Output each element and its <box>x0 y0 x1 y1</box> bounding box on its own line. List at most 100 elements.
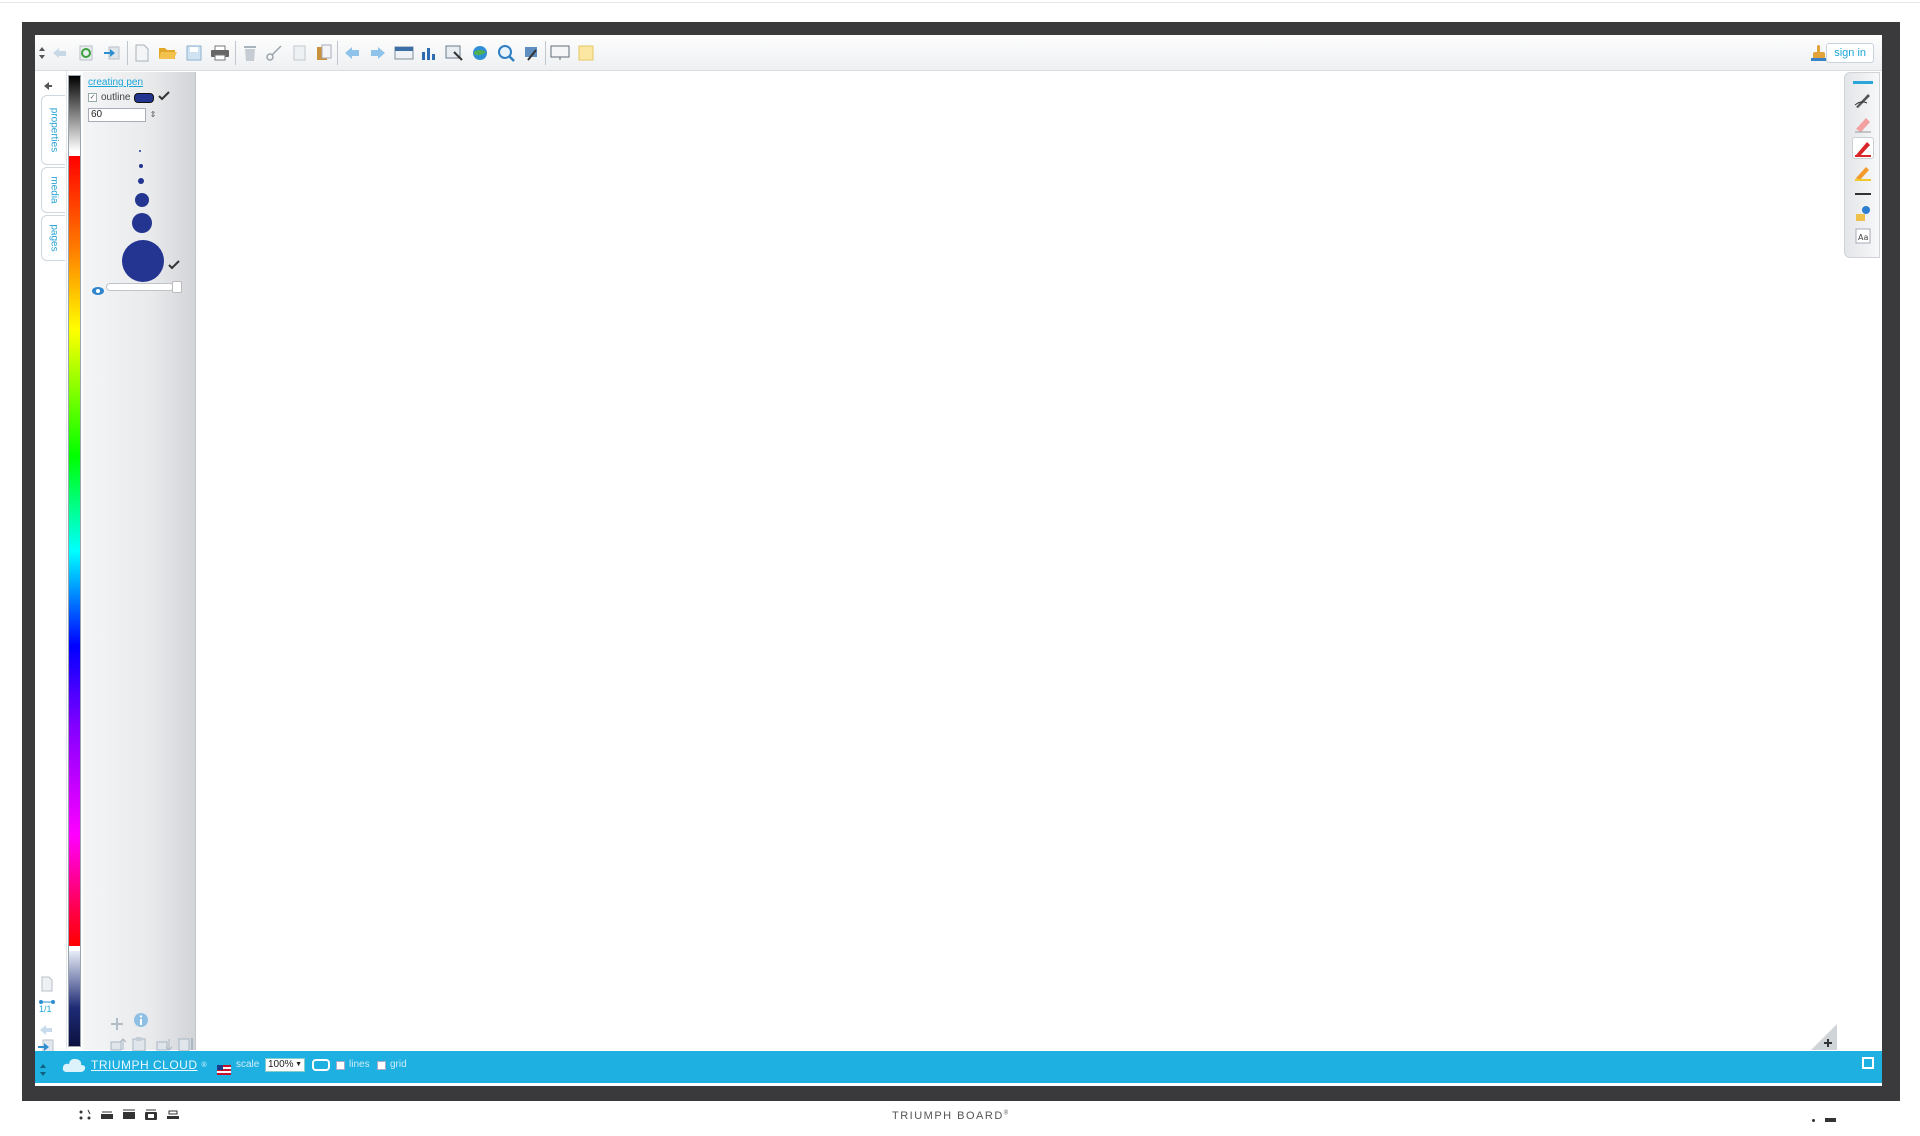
spectrum-swatches[interactable] <box>69 156 80 946</box>
bottom-status-bar: TRIUMPH CLOUD® scale 100% ▼ lines grid <box>35 1051 1882 1083</box>
grid-label: grid <box>390 1059 407 1070</box>
toolbar-separator <box>337 41 338 65</box>
outline-row: ✓ outline <box>88 91 171 104</box>
sign-in-button[interactable]: sign in <box>1826 43 1874 63</box>
eraser-icon[interactable] <box>1852 113 1874 135</box>
web-browser-icon[interactable] <box>469 42 491 64</box>
cut-icon[interactable] <box>263 42 285 64</box>
shape-tool-icon[interactable] <box>1852 203 1874 225</box>
pen-size-input[interactable]: 60 <box>88 108 146 122</box>
pen-size-dot-2[interactable] <box>139 164 143 168</box>
footer-status-dot-icon <box>1812 1118 1815 1122</box>
toolbar-separator <box>545 41 546 65</box>
footer-screen-icon[interactable] <box>122 1108 136 1122</box>
selected-size-checkmark-icon <box>168 255 180 274</box>
new-page-icon[interactable] <box>131 42 153 64</box>
footer-brand-label: TRIUMPH BOARD <box>892 1110 1004 1122</box>
footer-tray-icon[interactable] <box>166 1108 180 1122</box>
select-pen-icon[interactable] <box>1852 89 1874 111</box>
tab-pages[interactable]: pages <box>41 215 65 261</box>
toolbox-handle[interactable] <box>1853 81 1873 84</box>
language-flag-icon[interactable] <box>217 1060 231 1079</box>
pen-size-dot-6[interactable] <box>122 240 164 282</box>
chevron-down-icon: ▼ <box>295 1061 302 1068</box>
bar-drag-handle-icon[interactable] <box>40 1061 46 1080</box>
delete-icon[interactable] <box>239 42 261 64</box>
top-divider <box>0 2 1920 3</box>
page-thumbnail-icon[interactable] <box>40 976 54 996</box>
scale-select[interactable]: 100% ▼ <box>265 1058 305 1072</box>
collapse-panel-icon[interactable] <box>43 75 53 94</box>
previous-page-icon[interactable] <box>341 42 363 64</box>
outline-color-swatch[interactable] <box>134 92 155 103</box>
next-page-icon[interactable] <box>367 42 389 64</box>
footer-camera-icon[interactable] <box>144 1108 158 1122</box>
footer-dots-icon[interactable] <box>78 1108 92 1122</box>
background-color-chip[interactable] <box>312 1059 330 1071</box>
screen-capture-icon[interactable] <box>443 42 465 64</box>
search-icon[interactable] <box>495 42 517 64</box>
pen-size-dot-1[interactable] <box>139 150 141 152</box>
undo-icon[interactable] <box>49 42 71 64</box>
settings-tools-icon[interactable] <box>521 42 543 64</box>
text-tool-icon[interactable]: Aa <box>1852 225 1874 247</box>
info-icon[interactable] <box>133 1012 149 1032</box>
grid-checkbox[interactable] <box>377 1061 386 1070</box>
tab-properties-label: properties <box>48 107 59 153</box>
paste-icon[interactable] <box>313 42 335 64</box>
outline-label: outline <box>101 92 131 103</box>
line-tool-icon[interactable] <box>1852 183 1874 205</box>
print-icon[interactable] <box>209 42 231 64</box>
footer-status-bar-icon <box>1825 1118 1836 1122</box>
side-tab-strip: properties media pages 1/1 <box>35 71 67 1073</box>
lines-checkbox[interactable] <box>336 1061 345 1070</box>
shade-swatches[interactable] <box>69 951 80 1046</box>
highlighter-icon[interactable] <box>1852 161 1874 183</box>
toolbar-drag-handle-icon[interactable] <box>37 42 47 64</box>
redo-icon[interactable] <box>101 42 123 64</box>
footer-brand-mark: ® <box>1003 1110 1010 1117</box>
sticky-note-icon[interactable] <box>575 42 597 64</box>
triumph-cloud-link[interactable]: TRIUMPH CLOUD® <box>61 1056 207 1074</box>
chart-icon[interactable] <box>417 42 439 64</box>
page-counter: 1/1 <box>39 1004 52 1014</box>
pen-size-stepper-icon[interactable]: ⇕ <box>149 110 157 119</box>
drawing-canvas[interactable] <box>197 72 1837 1049</box>
pen-size-dot-4[interactable] <box>135 193 149 207</box>
opacity-slider[interactable] <box>106 283 174 291</box>
fullscreen-icon[interactable] <box>1862 1057 1874 1069</box>
tab-pages-label: pages <box>48 224 59 252</box>
pen-size-dot-5[interactable] <box>132 213 152 233</box>
right-toolbox: Aa <box>1844 72 1880 258</box>
layer-add-icon[interactable] <box>109 1016 125 1035</box>
grayscale-swatches[interactable] <box>69 76 80 151</box>
account-hand-icon[interactable] <box>1808 42 1830 64</box>
open-folder-icon[interactable] <box>157 42 179 64</box>
save-icon[interactable] <box>183 42 205 64</box>
page-nodes-icon[interactable] <box>38 991 56 1010</box>
scale-label: scale <box>236 1059 260 1070</box>
scale-value: 100% <box>268 1059 294 1070</box>
opacity-slider-handle[interactable] <box>172 281 182 293</box>
canvas-resize-plus-icon[interactable] <box>1811 1024 1837 1054</box>
checkmark-icon <box>158 91 171 104</box>
presentation-icon[interactable] <box>549 42 571 64</box>
pen-tool-icon[interactable] <box>1852 137 1874 159</box>
bring-forward-icon[interactable] <box>109 1036 127 1056</box>
outline-checkbox[interactable]: ✓ <box>88 93 97 102</box>
refresh-icon[interactable] <box>75 42 97 64</box>
color-palette[interactable] <box>68 75 81 1047</box>
top-toolbar: sign in <box>35 35 1882 71</box>
brand-cloud-label: TRIUMPH CLOUD <box>91 1058 198 1072</box>
copy-icon[interactable] <box>289 42 311 64</box>
tab-media[interactable]: media <box>41 167 65 213</box>
footer-brand: TRIUMPH BOARD® <box>892 1110 1010 1122</box>
send-backward-icon[interactable] <box>155 1036 173 1056</box>
footer-keyboard-icon[interactable] <box>100 1108 114 1122</box>
brand-cloud-mark: ® <box>201 1061 208 1069</box>
page-back-icon[interactable] <box>39 1021 53 1040</box>
tab-properties[interactable]: properties <box>41 95 65 165</box>
footer-hardware-buttons <box>78 1108 180 1122</box>
pen-size-dot-3[interactable] <box>138 178 144 184</box>
screen-shade-icon[interactable] <box>393 42 415 64</box>
